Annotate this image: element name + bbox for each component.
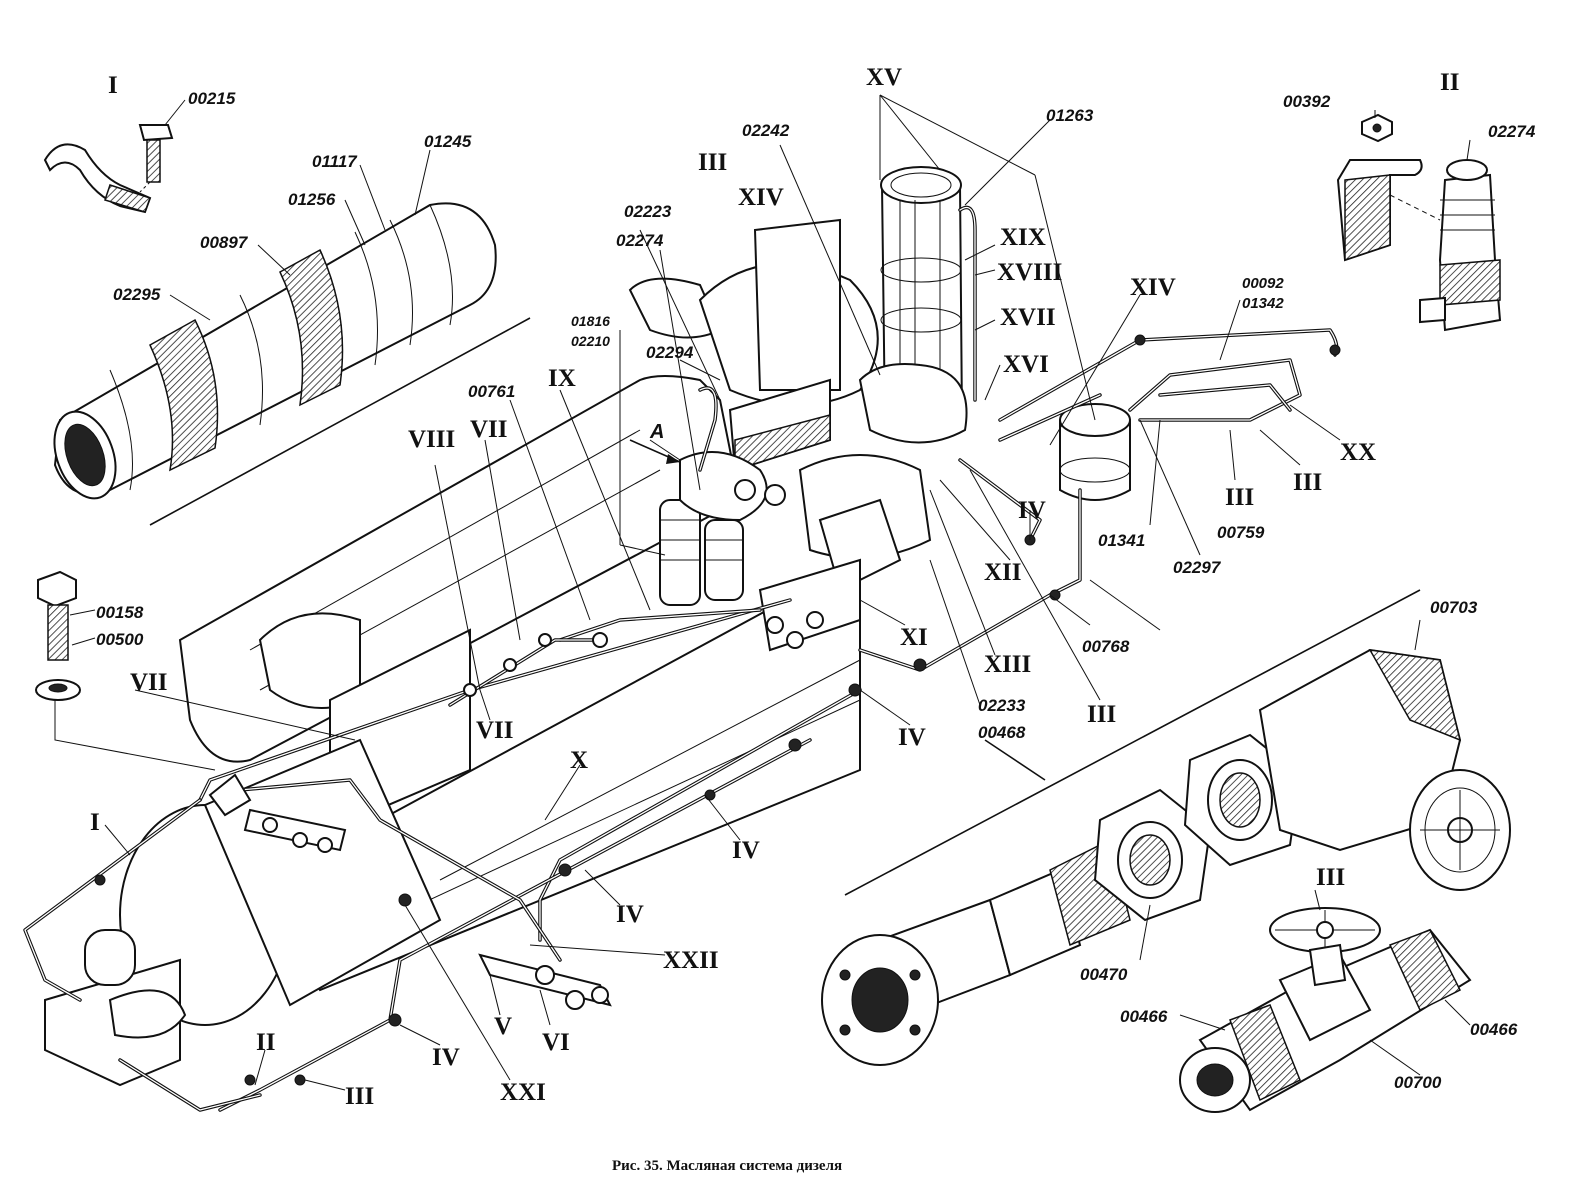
section-label: IV	[616, 901, 644, 928]
part-label: 01341	[1098, 531, 1145, 550]
part-label: 01256	[288, 190, 336, 209]
part-label: 00768	[1082, 637, 1130, 656]
section-label: VII	[476, 717, 514, 744]
part-label: 02223	[624, 202, 672, 221]
engine-block	[178, 375, 861, 992]
part-label: 01117	[312, 152, 358, 171]
section-label: XII	[984, 559, 1022, 586]
part-label: 02274	[1488, 122, 1536, 141]
section-label: XI	[900, 624, 928, 651]
section-label: XVIII	[997, 259, 1062, 286]
part-label: 00703	[1430, 598, 1478, 617]
part-label: 02233	[978, 696, 1026, 715]
section-label: XIII	[984, 651, 1031, 678]
oil-pipelines	[23, 328, 1341, 1112]
generator-housing	[44, 738, 442, 1087]
section-label: XV	[866, 64, 902, 91]
section-label: IX	[548, 365, 576, 392]
part-label: 00466	[1120, 1007, 1168, 1026]
detail-valve-assembly	[821, 589, 1511, 1113]
detail-fitting-ii	[1336, 113, 1502, 332]
part-label: 02295	[113, 285, 161, 304]
section-label: VII	[130, 669, 168, 696]
section-label: VIII	[408, 426, 455, 453]
section-labels: I II III XV XIV XIX XVIII XVII XVI XIV I…	[90, 64, 1459, 1110]
part-label: A	[649, 421, 664, 443]
part-label: 00759	[1217, 523, 1265, 542]
section-label: VII	[470, 416, 508, 443]
section-label: VI	[542, 1029, 570, 1056]
section-label: II	[256, 1029, 275, 1056]
section-label: XIV	[1130, 274, 1176, 301]
part-label: 00158	[96, 603, 144, 622]
section-label: III	[1293, 469, 1322, 496]
section-label: III	[698, 149, 727, 176]
part-label: 00466	[1470, 1020, 1518, 1039]
section-label: X	[570, 747, 588, 774]
part-label: 01342	[1242, 295, 1284, 312]
turbocharger-and-filters	[628, 218, 932, 652]
part-label: 00470	[1080, 965, 1128, 984]
section-label: IV	[1018, 497, 1046, 524]
section-label: III	[1087, 701, 1116, 728]
section-label: II	[1440, 69, 1459, 96]
part-number-labels: 00215 01117 01245 01256 00897 02295 0224…	[96, 89, 1536, 1092]
section-label: III	[1225, 484, 1254, 511]
part-label: 00215	[188, 89, 236, 108]
section-label: XVI	[1003, 351, 1049, 378]
part-label: 00700	[1394, 1073, 1442, 1092]
part-label: 00761	[468, 382, 515, 401]
detail-bolt-washer	[35, 570, 216, 771]
figure-caption: Рис. 35. Масляная система дизеля	[612, 1158, 842, 1174]
part-label: 02294	[646, 343, 694, 362]
oil-filter-column	[858, 166, 977, 444]
part-label: 01245	[424, 132, 472, 151]
part-label: 00392	[1283, 92, 1331, 111]
part-label: 00468	[978, 723, 1026, 742]
section-label: V	[494, 1013, 512, 1040]
section-label: XIV	[738, 184, 784, 211]
section-label: III	[345, 1083, 374, 1110]
leader-lines	[69, 94, 1471, 1091]
ribbed-hose-assembly	[53, 202, 531, 526]
section-label: IV	[898, 724, 926, 751]
part-label: 02297	[1173, 558, 1222, 577]
part-label: 02274	[616, 231, 664, 250]
part-label: 00500	[96, 630, 144, 649]
section-label: I	[90, 809, 100, 836]
section-label: I	[108, 72, 118, 99]
section-label: XVII	[1000, 304, 1056, 331]
section-label: XX	[1340, 439, 1376, 466]
detail-bracket-clamp	[43, 124, 174, 214]
section-label: XIX	[1000, 224, 1046, 251]
section-label: IV	[732, 837, 760, 864]
part-label: 01816	[571, 313, 610, 329]
section-label: XXII	[663, 947, 719, 974]
part-label: 02210	[571, 333, 610, 349]
part-label: 00897	[200, 233, 249, 252]
part-label: 01263	[1046, 106, 1094, 125]
part-label: 00092	[1242, 275, 1284, 292]
section-label: III	[1316, 864, 1345, 891]
section-label: IV	[432, 1044, 460, 1071]
arrow-a	[629, 439, 681, 464]
part-label: 02242	[742, 121, 790, 140]
section-label: XXI	[500, 1079, 546, 1106]
